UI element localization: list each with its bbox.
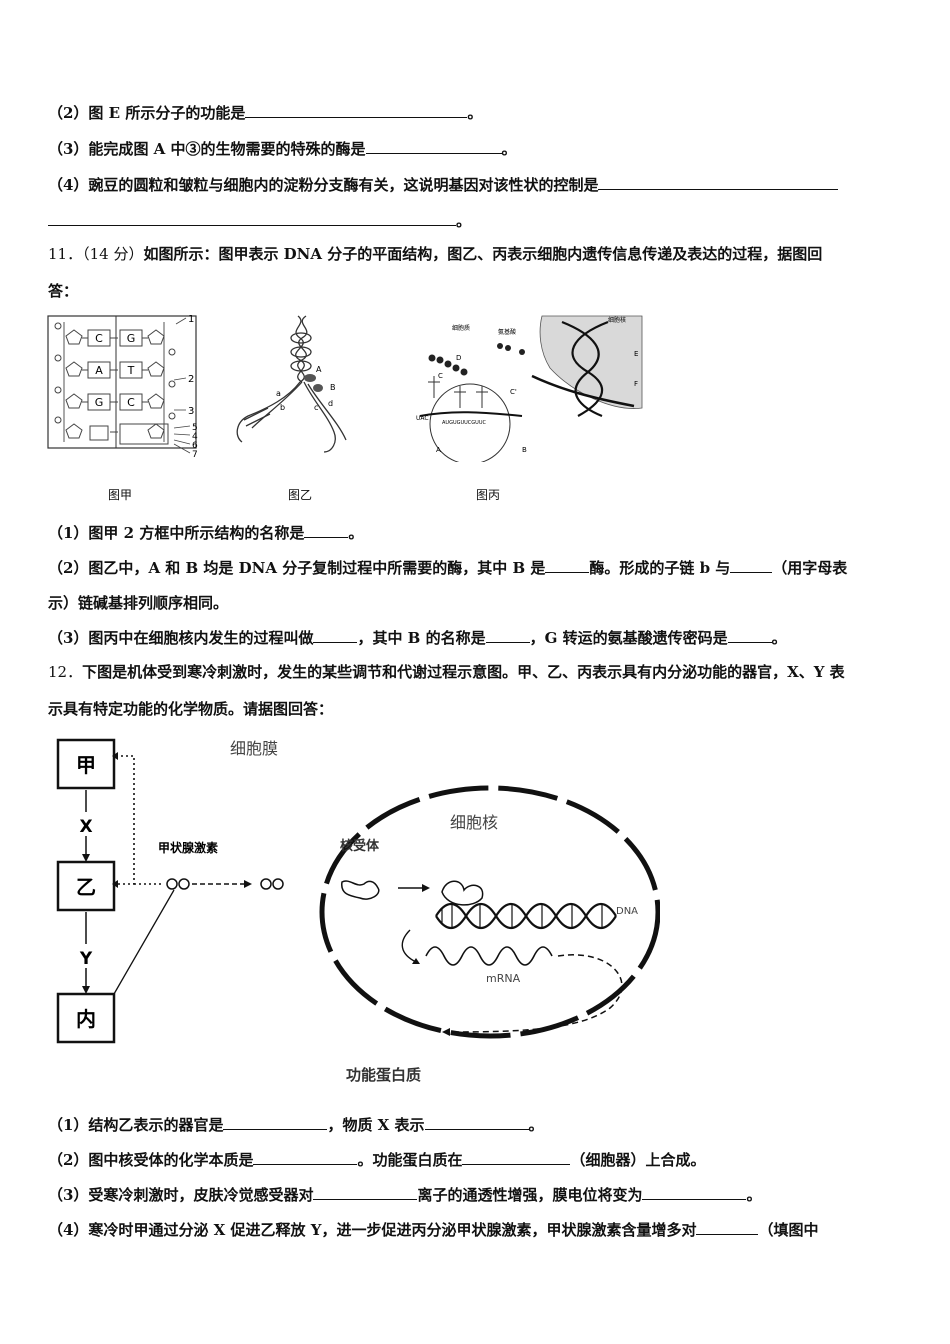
figure-yi-dna-replication: A B a b c d [236,315,347,453]
nucleus-label: 细胞核 [450,813,498,832]
base-box-left-1 [87,329,111,347]
q11-part3: （3）图丙中在细胞核内发生的过程叫做，其中 B 的名称是，G 转运的氨基酸遗传密… [48,627,787,647]
q10-part4-cont: 。 [48,210,471,231]
number-label: 3 [188,406,194,417]
label-f: F [634,380,638,388]
box-bing [56,992,116,1044]
q12-p1-blank-2[interactable] [424,1114,529,1130]
figure-yi-caption: 图乙 [288,488,313,502]
q10-p4-blank-1[interactable] [598,174,839,190]
enzyme-a-label: A [316,365,322,374]
base-label: G [127,332,136,345]
label-a: A [436,446,441,454]
q12-intro: 12．下图是机体受到寒冷刺激时，发生的某些调节和代谢过程示意图。甲、乙、丙表示具… [48,662,845,682]
q10-part3: （3）能完成图 A 中③的生物需要的特殊的酶是。 [48,138,517,158]
base-box-right-2 [119,361,143,379]
q12-part2: （2）图中核受体的化学本质是。功能蛋白质在（细胞器）上合成。 [48,1149,706,1169]
base-label: A [95,364,103,377]
q11-part2: （2）图乙中，A 和 B 均是 DNA 分子复制过程中所需要的酶，其中 B 是酶… [48,557,848,577]
figure-bing-gene-expression: 细胞质 氨基酸 细胞核 D C C' E F A B UAC AUGUGUUCG… [416,315,643,462]
q11-score: （14 分） [82,245,144,263]
q12-part4: （4）寒冷时甲通过分泌 X 促进乙释放 Y，进一步促进丙分泌甲状腺激素，甲状腺激… [48,1219,819,1239]
q11-intro: 11．（14 分）如图所示：图甲表示 DNA 分子的平面结构，图乙、丙表示细胞内… [48,244,822,264]
number-label: 6 [192,441,198,451]
label-d: D [456,354,461,362]
q12-p3-blank-1[interactable] [313,1184,418,1200]
q10-part2: （2）图 E 所示分子的功能是。 [48,102,483,122]
svg-text:甲: 甲 [76,753,96,777]
number-label: 1 [188,314,194,325]
strand-label: a [276,389,281,398]
strand-label: d [328,399,333,408]
label-x: X [79,817,92,837]
strand-label: b [280,403,285,412]
q10-p2-blank[interactable] [245,102,468,118]
figure-bing-caption: 图丙 [476,488,501,502]
cell-membrane-label: 细胞膜 [230,739,278,758]
q10-part4: （4）豌豆的圆粒和皱粒与细胞内的淀粉分支酶有关，这说明基因对该性状的控制是 [48,174,839,195]
base-label: T [127,364,135,377]
q11-p3-blank-3[interactable] [727,627,772,643]
q11-p3-blank-2[interactable] [485,627,530,643]
q11-number: 11． [48,245,83,263]
base-label: G [95,396,104,409]
amino-acid-label: 氨基酸 [498,328,516,336]
label-y: Y [79,949,93,969]
base-label: C [127,396,135,409]
q10-p3-text: （3）能完成图 A 中③的生物需要的特殊的酶是 [48,140,366,158]
number-label: 4 [192,432,198,442]
label-e: E [634,350,638,358]
q10-p3-blank[interactable] [365,138,502,154]
thyroid-hormone-label: 甲状腺激素 [158,840,218,855]
base-box-left-3 [87,393,111,411]
q12-p3-blank-2[interactable] [642,1184,747,1200]
cytoplasm-label: 细胞质 [452,324,470,332]
q12-number: 12． [48,663,83,681]
strand-label: c [314,403,318,412]
q11-part1: （1）图甲 2 方框中所示结构的名称是。 [48,522,364,542]
q12-part3: （3）受寒冷刺激时，皮肤冷觉感受器对离子的通透性增强，膜电位将变为。 [48,1184,762,1204]
q10-p4-text: （4）豌豆的圆粒和皱粒与细胞内的淀粉分支酶有关，这说明基因对该性状的控制是 [48,176,599,194]
nucleus-label: 细胞核 [608,316,626,324]
mrna-label: mRNA [486,972,521,985]
number-label: 5 [192,423,198,433]
base-box-right-3 [119,393,143,411]
q10-p4-blank-2[interactable] [48,210,456,226]
svg-text:内: 内 [76,1007,96,1031]
label-c: C [438,372,443,380]
q12-intro-cont: 示具有特定功能的化学物质。请据图回答： [48,700,334,718]
box-jia [56,738,116,790]
figure-q12-regulation: 甲 乙 内 X Y 甲状腺激素 细胞膜 细胞核 核受体 DNA mRNA [56,738,660,1084]
base-box-left-2 [87,361,111,379]
q12-p2-blank-2[interactable] [462,1149,571,1165]
figure-jia-dna-structure: C A G G T C 1 2 3 5 4 6 7 [47,314,198,460]
q11-p2-blank-1[interactable] [545,557,590,573]
dna-label: DNA [616,906,638,917]
q12-p2-blank-1[interactable] [253,1149,358,1165]
functional-protein-label: 功能蛋白质 [346,1066,421,1084]
nuclear-receptor-label: 核受体 [340,838,380,854]
q11-p3-blank-1[interactable] [313,627,358,643]
number-label: 7 [192,450,198,460]
figure-jia-caption: 图甲 [108,488,133,502]
q12-p1-blank-1[interactable] [223,1114,328,1130]
q11-p1-blank[interactable] [304,522,349,538]
number-label: 2 [188,374,194,385]
q11-part2-cont: 示）链碱基排列顺序相同。 [48,594,229,612]
q11-p2-blank-2[interactable] [730,557,773,573]
q11-intro-text: 如图所示：图甲表示 DNA 分子的平面结构，图乙、丙表示细胞内遗传信息传递及表达… [143,245,823,263]
enzyme-b-label: B [330,383,336,392]
label-b: B [522,446,527,454]
anticodon-label: UAC [416,415,429,422]
base-box-right-1 [119,329,143,347]
q12-p4-blank[interactable] [696,1219,759,1235]
base-label: C [95,332,103,345]
q11-intro-cont: 答： [48,282,79,300]
mrna-sequence-label: AUGUGUUCGUUC [442,420,486,426]
q10-p2-text: （2）图 E 所示分子的功能是 [48,104,246,122]
label-c-prime: C' [510,388,517,396]
q12-intro-text: 下图是机体受到寒冷刺激时，发生的某些调节和代谢过程示意图。甲、乙、丙表示具有内分… [82,663,845,681]
q12-part1: （1）结构乙表示的器官是，物质 X 表示。 [48,1114,544,1134]
svg-text:乙: 乙 [76,875,96,899]
